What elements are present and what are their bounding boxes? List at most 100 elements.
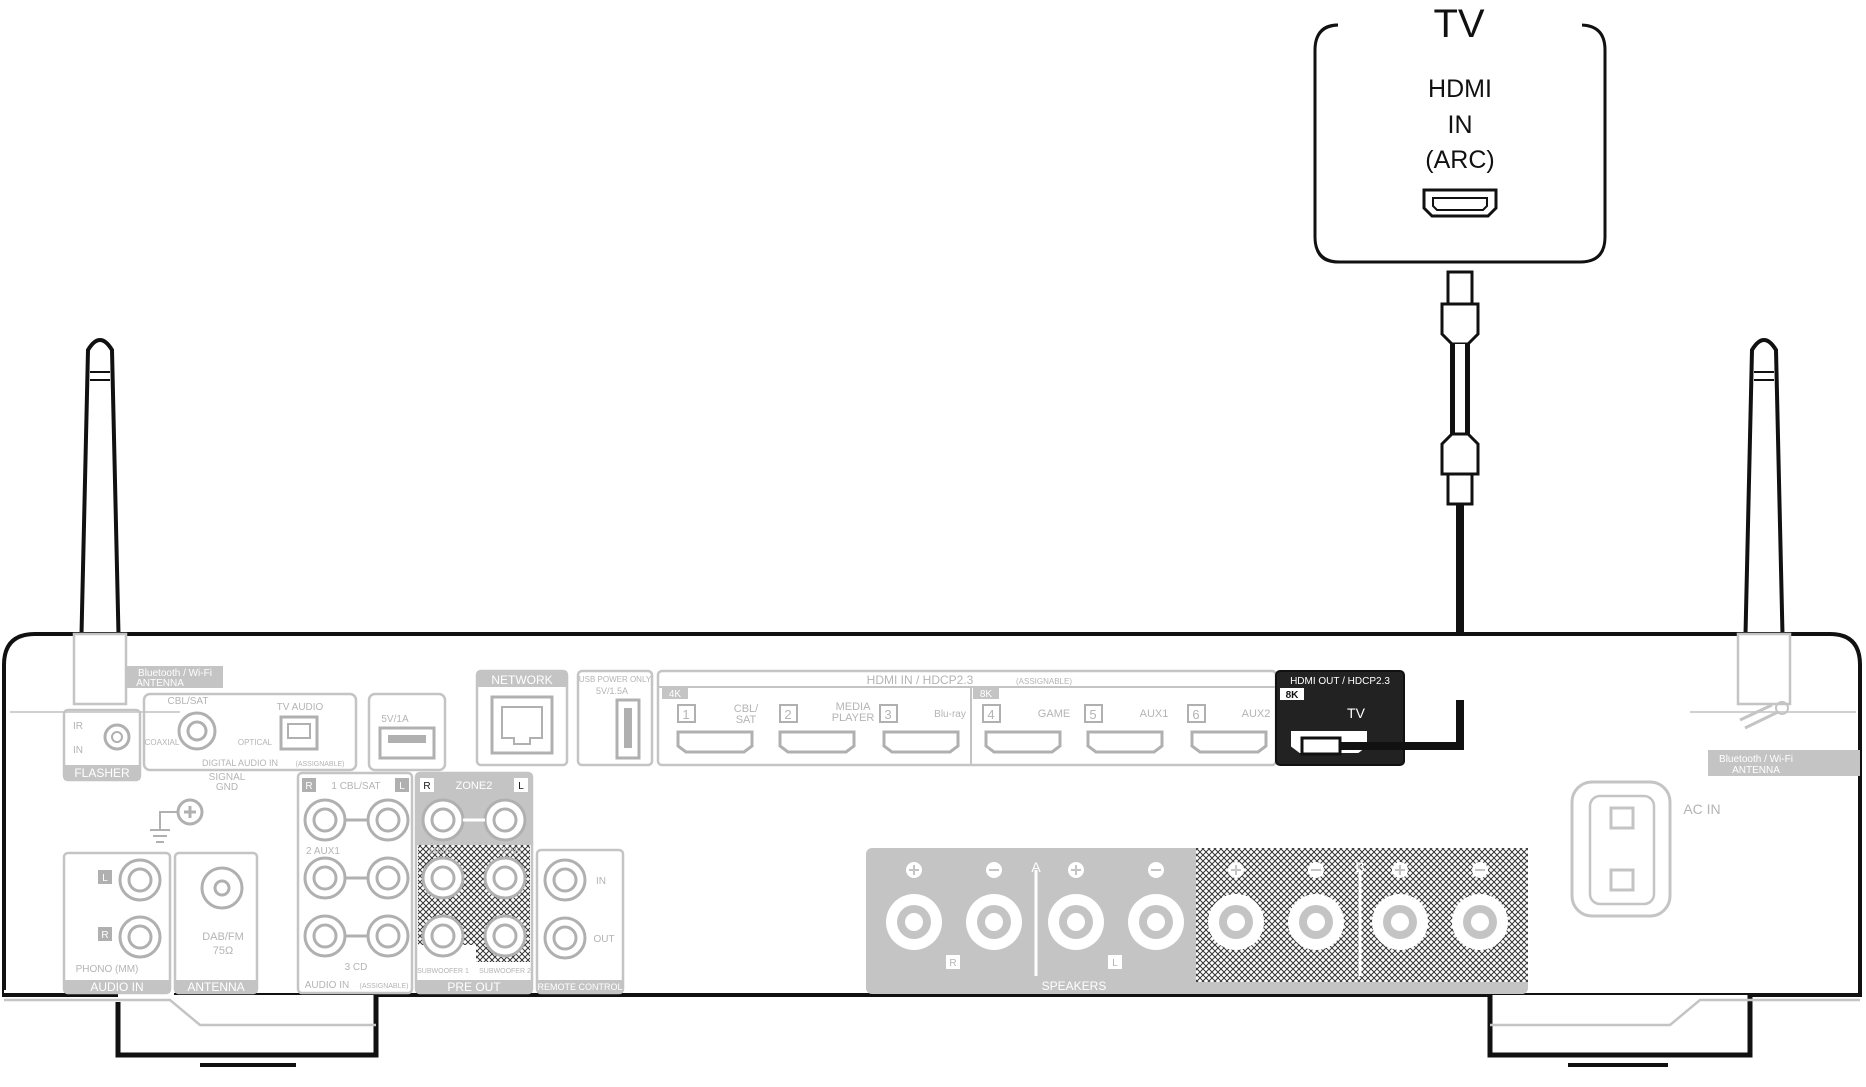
tv-hdmi-label-2: IN	[1448, 111, 1473, 139]
svg-text:4: 4	[987, 707, 994, 722]
svg-text:OPTICAL: OPTICAL	[238, 738, 273, 747]
audio-in-panel: R 1 CBL/SAT L 2 AUX1 3 CD AUDIO IN (ASSI…	[296, 771, 414, 995]
svg-text:PLAYER: PLAYER	[832, 712, 875, 724]
svg-text:SPEAKERS: SPEAKERS	[1042, 979, 1107, 993]
svg-text:CBL/: CBL/	[734, 703, 759, 715]
phono-r-jack[interactable]	[118, 915, 162, 959]
tv-hdmi-port[interactable]	[1422, 188, 1498, 218]
svg-text:FLASHER: FLASHER	[74, 766, 130, 780]
svg-text:3 CD: 3 CD	[345, 962, 368, 973]
flasher-panel: FLASHER IR IN	[62, 708, 142, 782]
svg-text:Blu-ray: Blu-ray	[934, 709, 966, 720]
main-jack[interactable]	[421, 856, 465, 900]
audio-in-1-l-jack[interactable]	[366, 798, 410, 842]
svg-text:PRE OUT: PRE OUT	[447, 980, 501, 994]
ac-in: AC IN	[1570, 780, 1721, 918]
coaxial-jack[interactable]	[177, 711, 217, 751]
svg-text:8K: 8K	[1286, 690, 1300, 701]
speaker-a-r-plus[interactable]	[886, 862, 942, 950]
svg-text:ANTENNA: ANTENNA	[136, 678, 184, 689]
svg-text:Bluetooth / Wi-Fi: Bluetooth / Wi-Fi	[1719, 754, 1793, 765]
optical-jack[interactable]	[279, 715, 319, 751]
svg-text:Bluetooth / Wi-Fi: Bluetooth / Wi-Fi	[138, 668, 212, 679]
svg-text:2 AUX1: 2 AUX1	[306, 846, 340, 857]
svg-text:SUBWOOFER 1: SUBWOOFER 1	[417, 968, 469, 975]
tv-box: TV HDMI IN (ARC)	[1313, 2, 1607, 264]
svg-text:AUX1: AUX1	[1140, 708, 1169, 720]
svg-text:1: 1	[682, 707, 689, 722]
svg-text:4K: 4K	[669, 689, 682, 700]
speaker-a-l-plus[interactable]	[1048, 862, 1104, 950]
flasher-jack[interactable]	[103, 723, 131, 751]
pre-out-panel: R ZONE2 L MAIN ZONE SUBWOOFER 1 SUBWOOFE…	[414, 771, 534, 995]
digital-audio-panel: CBL/SAT TV AUDIO COAXIAL OPTICAL DIGITAL…	[142, 692, 358, 772]
svg-text:5: 5	[1089, 707, 1096, 722]
svg-text:DIGITAL AUDIO IN: DIGITAL AUDIO IN	[202, 758, 278, 768]
svg-text:L: L	[102, 873, 108, 884]
signal-gnd: SIGNAL GND	[150, 772, 246, 843]
audio-in-2-l-jack[interactable]	[366, 856, 410, 900]
svg-text:L: L	[1112, 958, 1118, 969]
speaker-b-l-minus[interactable]	[1452, 862, 1508, 950]
svg-text:6: 6	[1192, 707, 1199, 722]
dab-fm-jack[interactable]	[200, 866, 244, 910]
svg-text:AUX2: AUX2	[1242, 708, 1271, 720]
speaker-b-r-plus[interactable]	[1208, 862, 1264, 950]
svg-text:(ASSIGNABLE): (ASSIGNABLE)	[1016, 677, 1072, 686]
speaker-a-r-minus[interactable]	[966, 862, 1022, 950]
svg-text:5V/1A: 5V/1A	[381, 714, 409, 725]
svg-text:IR: IR	[73, 721, 83, 732]
svg-text:ANTENNA: ANTENNA	[187, 980, 244, 994]
svg-text:COAXIAL: COAXIAL	[145, 738, 180, 747]
svg-text:NETWORK: NETWORK	[491, 673, 552, 687]
remote-out-jack[interactable]	[543, 916, 587, 960]
hdmi-in-port-3[interactable]: 3 Blu-ray	[879, 704, 966, 754]
svg-text:3: 3	[884, 707, 891, 722]
svg-text:A: A	[1031, 859, 1041, 875]
svg-text:ZONE: ZONE	[497, 846, 522, 856]
svg-text:AC IN: AC IN	[1683, 801, 1720, 817]
hdmi-in-port-5[interactable]: 5 AUX1	[1084, 704, 1169, 754]
hdmi-in-port-6[interactable]: 6 AUX2	[1187, 704, 1271, 754]
svg-text:IN: IN	[596, 876, 606, 887]
bt-antenna-label-right: Bluetooth / Wi-Fi ANTENNA	[1708, 701, 1860, 776]
speaker-b-r-minus[interactable]	[1288, 862, 1344, 950]
hdmi-in-port-1[interactable]: 1 CBL/ SAT	[676, 703, 759, 754]
zone-jack[interactable]	[483, 856, 527, 900]
speaker-a-l-minus[interactable]	[1128, 862, 1184, 950]
hdmi-cable-plug	[1300, 700, 1464, 756]
svg-text:USB POWER ONLY: USB POWER ONLY	[579, 675, 652, 684]
svg-text:MAIN: MAIN	[429, 846, 452, 856]
phono-panel: AUDIO IN L R PHONO (MM)	[62, 851, 172, 995]
svg-text:IN: IN	[73, 745, 83, 756]
subwoofer1-jack[interactable]	[421, 914, 465, 958]
remote-in-jack[interactable]	[543, 858, 587, 902]
hdmi-in-port-2[interactable]: 2 MEDIA PLAYER	[778, 701, 875, 754]
usb-panel: 5V/1A	[367, 692, 447, 772]
audio-in-1-r-jack[interactable]	[303, 798, 347, 842]
subwoofer2-jack[interactable]	[483, 914, 527, 958]
svg-text:GAME: GAME	[1038, 708, 1070, 720]
svg-text:MEDIA: MEDIA	[836, 701, 872, 713]
tv-hdmi-label-3: (ARC)	[1425, 146, 1494, 174]
svg-text:1 CBL/SAT: 1 CBL/SAT	[331, 781, 380, 792]
svg-text:ZONE2: ZONE2	[456, 780, 493, 792]
svg-text:SAT: SAT	[736, 714, 757, 726]
svg-text:B: B	[1355, 859, 1364, 875]
svg-text:R: R	[101, 930, 108, 941]
speaker-b-l-plus[interactable]	[1372, 862, 1428, 950]
zone2-l-jack[interactable]	[483, 798, 527, 842]
audio-in-3-l-jack[interactable]	[366, 914, 410, 958]
tv-hdmi-label-1: HDMI	[1428, 75, 1492, 103]
hdmi-in-port-4[interactable]: 4 GAME	[982, 704, 1070, 754]
ac-in-socket[interactable]	[1570, 780, 1672, 918]
bt-antenna-label-left: Bluetooth / Wi-Fi ANTENNA	[127, 666, 223, 689]
zone2-r-jack[interactable]	[421, 798, 465, 842]
phono-l-jack[interactable]	[118, 858, 162, 902]
svg-text:PHONO (MM): PHONO (MM)	[76, 964, 139, 975]
audio-in-3-r-jack[interactable]	[303, 914, 347, 958]
audio-in-2-r-jack[interactable]	[303, 856, 347, 900]
usb-power-panel: USB POWER ONLY 5V/1.5A	[576, 669, 654, 767]
svg-text:SIGNAL: SIGNAL	[209, 772, 246, 783]
svg-text:5V/1.5A: 5V/1.5A	[596, 686, 628, 696]
